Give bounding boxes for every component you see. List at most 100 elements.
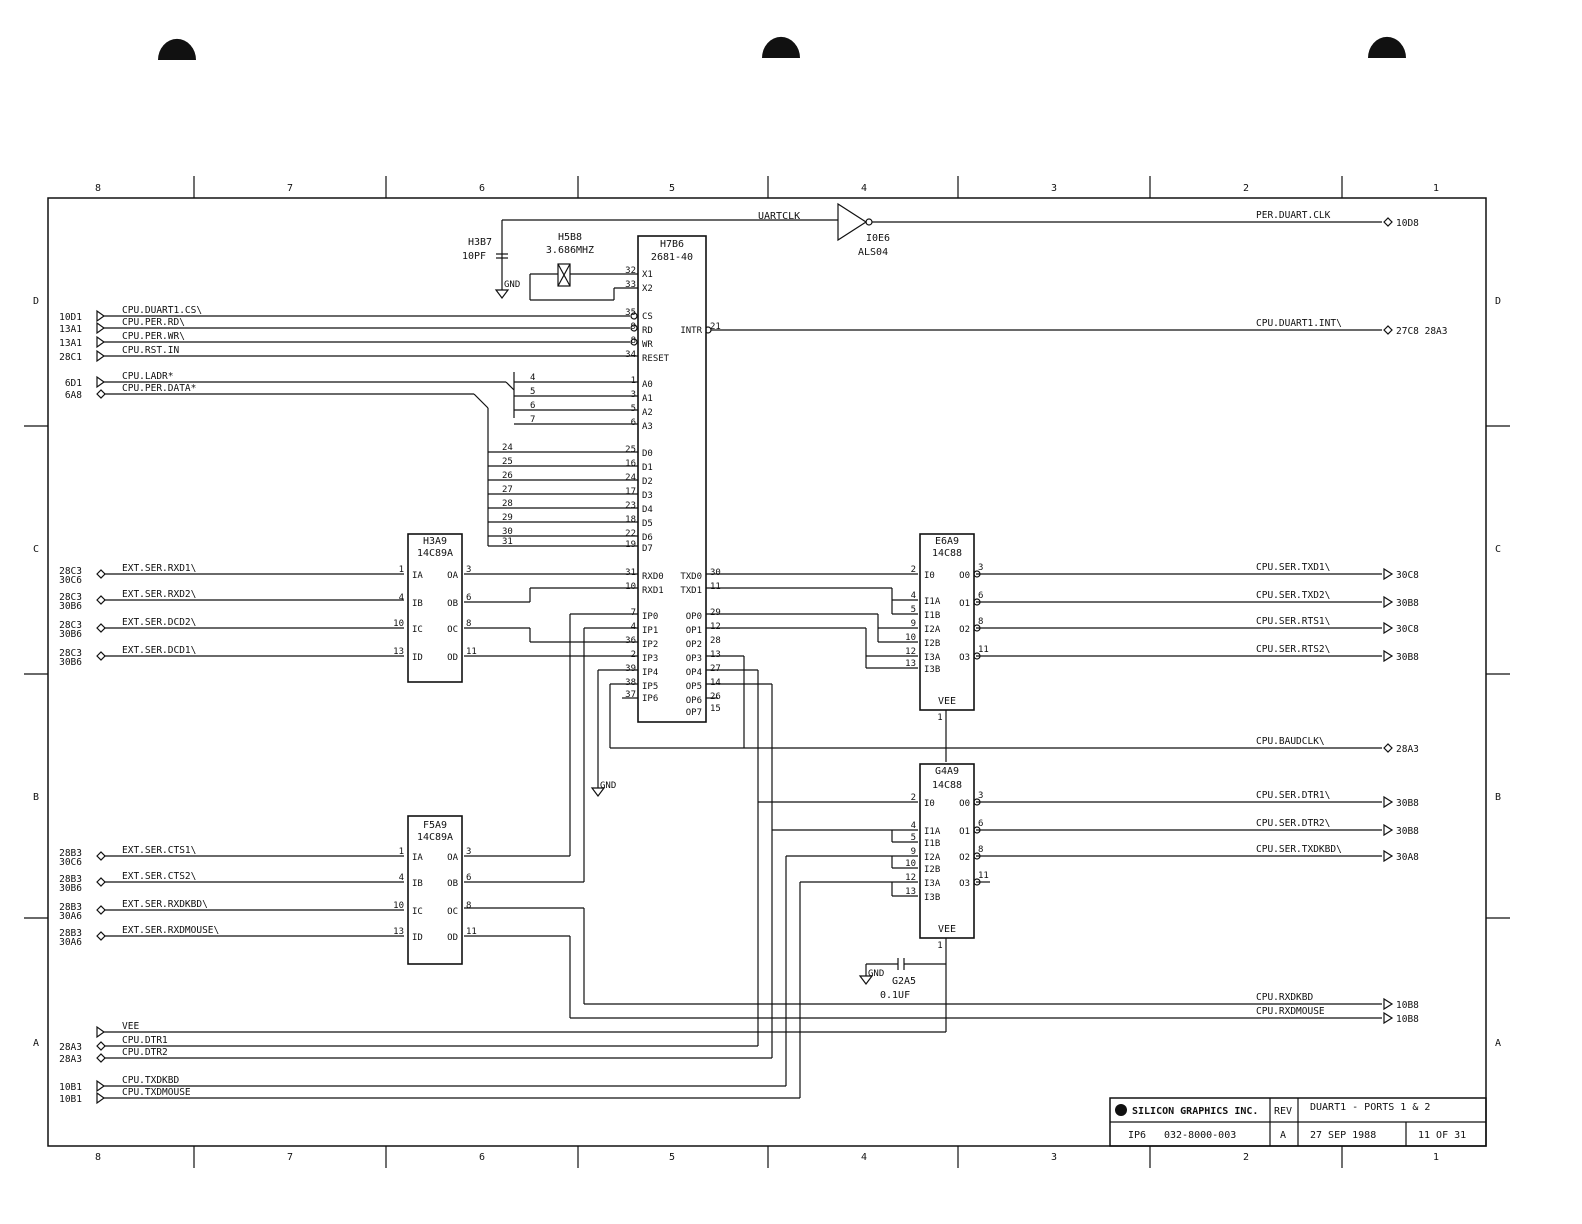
receiver-pin-id: ID — [412, 933, 423, 943]
receiver-pin-number: 4 — [399, 873, 404, 883]
uart-pin-number: 37 — [625, 690, 636, 700]
gnd-label-crystal: GND — [504, 280, 520, 290]
uart-pin-number: 38 — [625, 678, 636, 688]
driver-pin-o1: O1 — [959, 599, 970, 609]
zone-row-label: D — [33, 296, 39, 307]
left-signal-name: EXT.SER.RXD2\ — [122, 589, 196, 600]
left-signal-name: CPU.DTR2 — [122, 1047, 168, 1058]
h3a9-ref: H3A9 — [423, 536, 447, 547]
receiver-pin-number: 10 — [393, 619, 404, 629]
uart-pin-name-ip6: IP6 — [642, 694, 658, 704]
driver-pin-number: 4 — [911, 591, 916, 601]
left-signal-ref: 30B6 — [59, 629, 82, 640]
e6a9-ref: E6A9 — [935, 536, 959, 547]
cap-h3b7-ref: H3B7 — [468, 237, 492, 248]
addr-bus-pin-number: 4 — [530, 373, 535, 383]
driver-pin-number: 12 — [905, 873, 916, 883]
uart-pin-number: 18 — [625, 515, 636, 525]
offsheet-connector — [1383, 1011, 1394, 1025]
left-signal-name: CPU.DTR1 — [122, 1035, 168, 1046]
zone-row-label: A — [1495, 1038, 1501, 1049]
offsheet-connector — [1383, 649, 1394, 663]
driver-pins: 2I04I1A5I1B9I2A10I2B12I3A13I3B3O06O18O21… — [905, 563, 989, 903]
zone-ticks — [24, 176, 1510, 1168]
left-signal-ref: 28B3 — [59, 902, 82, 913]
drawing-number: 032-8000-003 — [1164, 1130, 1236, 1141]
left-signal-name: CPU.DUART1.CS\ — [122, 305, 202, 316]
right-signal-ref: 27C8 28A3 — [1396, 326, 1447, 337]
uart-pin-name-d2: D2 — [642, 477, 653, 487]
uart-pin-number: 32 — [625, 266, 636, 276]
receiver-chip-f5a9 — [407, 815, 463, 965]
sgi-logo-icon — [1115, 1104, 1127, 1116]
uart-pin-number: 5 — [631, 404, 636, 414]
uart-pin-name-a0: A0 — [642, 380, 653, 390]
uart-pin-name-op0: OP0 — [686, 612, 702, 622]
right-signal-name: CPU.BAUDCLK\ — [1256, 736, 1325, 747]
receiver-pin-id: ID — [412, 653, 423, 663]
zone-row-label: C — [1495, 544, 1501, 555]
receiver-pin-number: 11 — [466, 927, 477, 937]
offsheet-connector — [1383, 823, 1394, 837]
right-signal-name: PER.DUART.CLK — [1256, 210, 1331, 221]
offsheet-connector — [1383, 567, 1394, 581]
right-signal-name: CPU.SER.TXDKBD\ — [1256, 844, 1342, 855]
crystal-value: 3.686MHZ — [546, 245, 594, 256]
cap-g2a5-ref: G2A5 — [892, 976, 916, 987]
driver-pin-number: 11 — [978, 871, 989, 881]
receiver-chip-h3a9 — [407, 533, 463, 683]
offsheet-connector — [96, 375, 106, 389]
inverting-output-bubble — [973, 652, 981, 660]
left-signal-name: CPU.PER.WR\ — [122, 331, 185, 342]
left-signal-ref: 30C6 — [59, 575, 82, 586]
offsheet-connector — [96, 1053, 106, 1063]
driver-pin-i3b: I3B — [924, 893, 940, 903]
receiver-pin-oa: OA — [447, 571, 458, 581]
zone-row-label: C — [33, 544, 39, 555]
zone-col-label: 4 — [861, 1152, 867, 1163]
receiver-pin-oc: OC — [447, 625, 458, 635]
left-signal-ref: 6D1 — [65, 378, 82, 389]
driver-pin-i3a: I3A — [924, 879, 941, 889]
data-bus-pin-number: 27 — [502, 485, 513, 495]
left-signal-ref: 28C3 — [59, 648, 82, 659]
left-signal-name: EXT.SER.RXDKBD\ — [122, 899, 208, 910]
data-bus-pin-number: 28 — [502, 499, 513, 509]
receiver-pin-number: 8 — [466, 619, 471, 629]
uart-pin-number: 34 — [625, 350, 636, 360]
right-signal-name: CPU.SER.RTS1\ — [1256, 616, 1330, 627]
offsheet-connector — [96, 321, 106, 335]
driver-pin-number: 10 — [905, 859, 916, 869]
zone-row-label: B — [1495, 792, 1501, 803]
right-signal-ref: 30C8 — [1396, 624, 1419, 635]
driver-pin-o0: O0 — [959, 571, 970, 581]
inverting-output-bubble — [973, 598, 981, 606]
receiver-pin-number: 4 — [399, 593, 404, 603]
data-bus-pin-number: 24 — [502, 443, 513, 453]
right-signal-ref: 30B8 — [1396, 598, 1419, 609]
gnd-label-cap: GND — [868, 969, 884, 979]
receiver-pin-od: OD — [447, 653, 458, 663]
receiver-pin-od: OD — [447, 933, 458, 943]
left-signal-ref: 6A8 — [65, 390, 82, 401]
uart-pin-number: 33 — [625, 280, 636, 290]
offsheet-connector — [1383, 795, 1394, 809]
uart-pin-name-d7: D7 — [642, 544, 653, 554]
e6a9-part: 14C88 — [932, 548, 962, 559]
receiver-pin-number: 10 — [393, 901, 404, 911]
g4a9-part: 14C88 — [932, 780, 962, 791]
driver-pin-i1a: I1A — [924, 827, 941, 837]
driver-pin-number: 4 — [911, 821, 916, 831]
uart-pin-number: 6 — [631, 418, 636, 428]
receiver-pin-number: 3 — [466, 847, 471, 857]
left-signal-name: CPU.TXDMOUSE — [122, 1087, 191, 1098]
uartclk-net-label: UARTCLK — [758, 211, 800, 222]
uart-pin-name-ip1: IP1 — [642, 626, 658, 636]
driver-pin-o1: O1 — [959, 827, 970, 837]
driver-pin-number: 8 — [978, 845, 983, 855]
offsheet-connector — [96, 1079, 106, 1093]
left-signal-ref: 28B3 — [59, 848, 82, 859]
receiver-pin-ib: IB — [412, 879, 423, 889]
